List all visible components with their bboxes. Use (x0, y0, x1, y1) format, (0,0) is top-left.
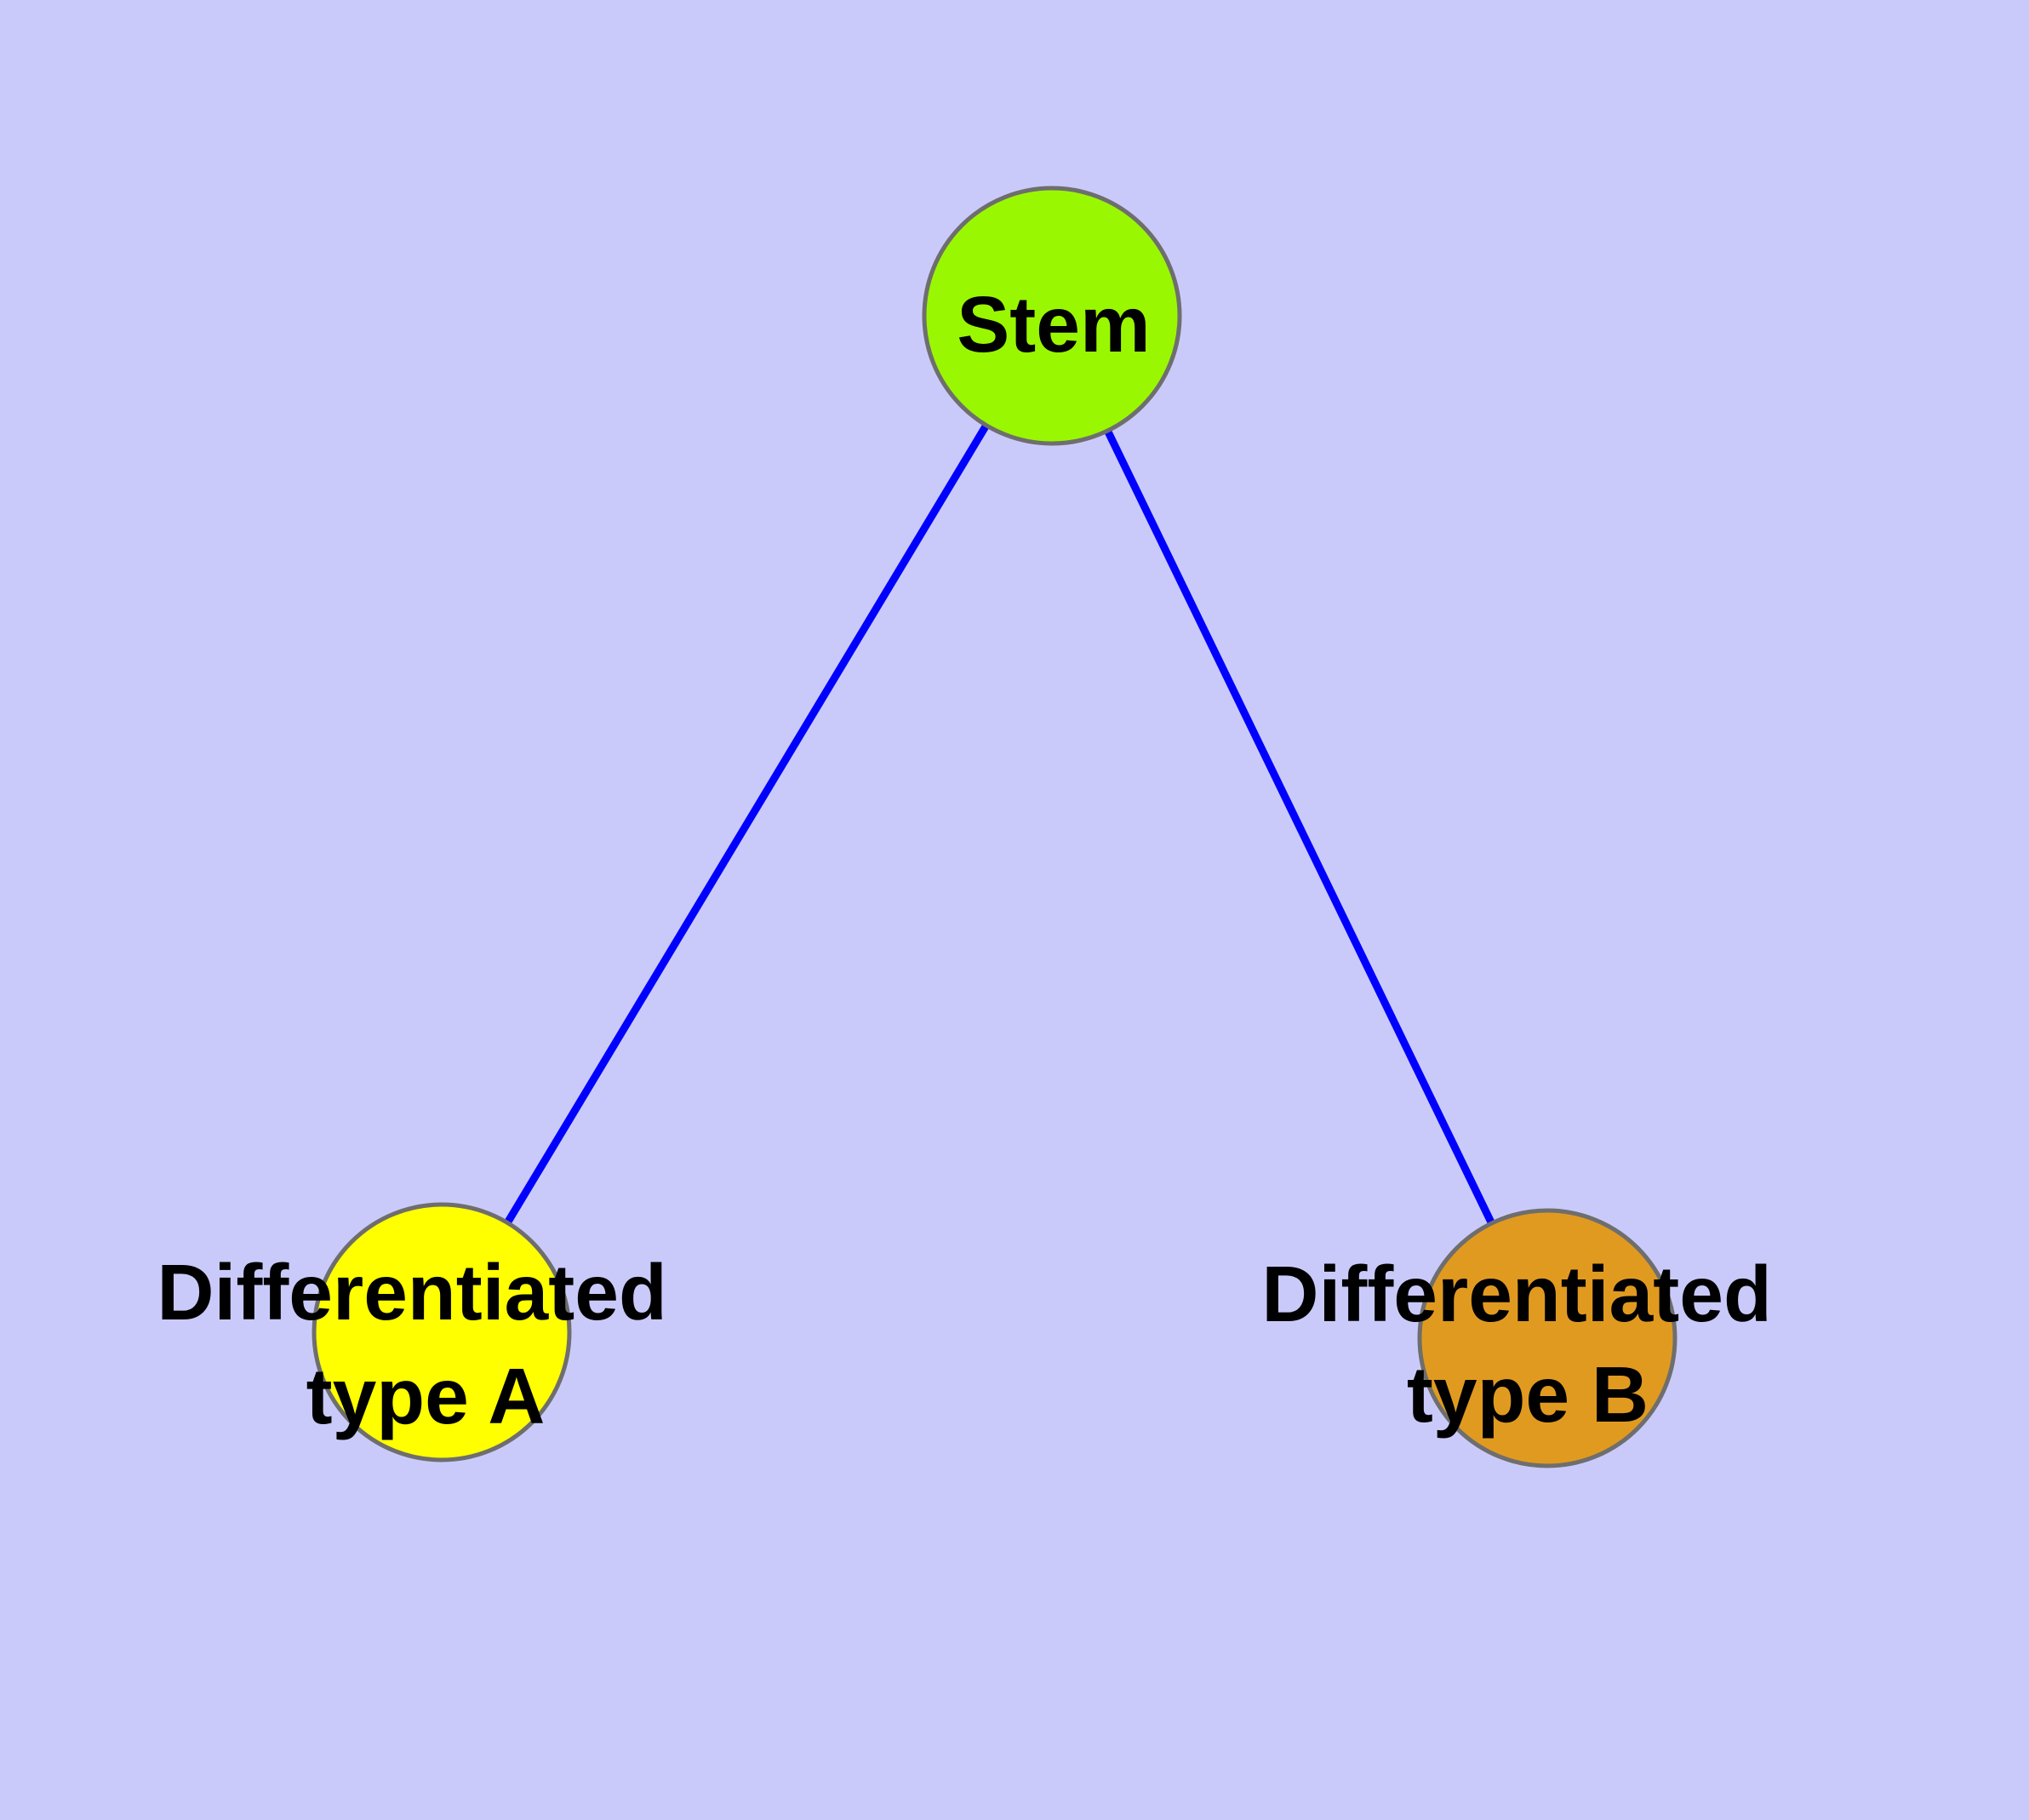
type-b-node-circle (1417, 1208, 1677, 1468)
type-a-label-line1: Differentiated (157, 1248, 666, 1336)
type-a-node-circle (311, 1202, 572, 1462)
type-a-label-line2: type A (306, 1352, 546, 1440)
stem-node-label: Stem (957, 280, 1150, 369)
type-a-node-label: Differentiated type A (157, 1248, 689, 1440)
edge-stem-to-type-b (1048, 314, 1552, 1340)
type-b-label-line1: Differentiated (1261, 1250, 1771, 1338)
type-b-label-line2: type B (1407, 1350, 1649, 1439)
edge-stem-to-type-a (438, 313, 1055, 1335)
stem-node-circle (922, 186, 1182, 446)
type-b-node-label: Differentiated type B (1261, 1250, 1793, 1439)
